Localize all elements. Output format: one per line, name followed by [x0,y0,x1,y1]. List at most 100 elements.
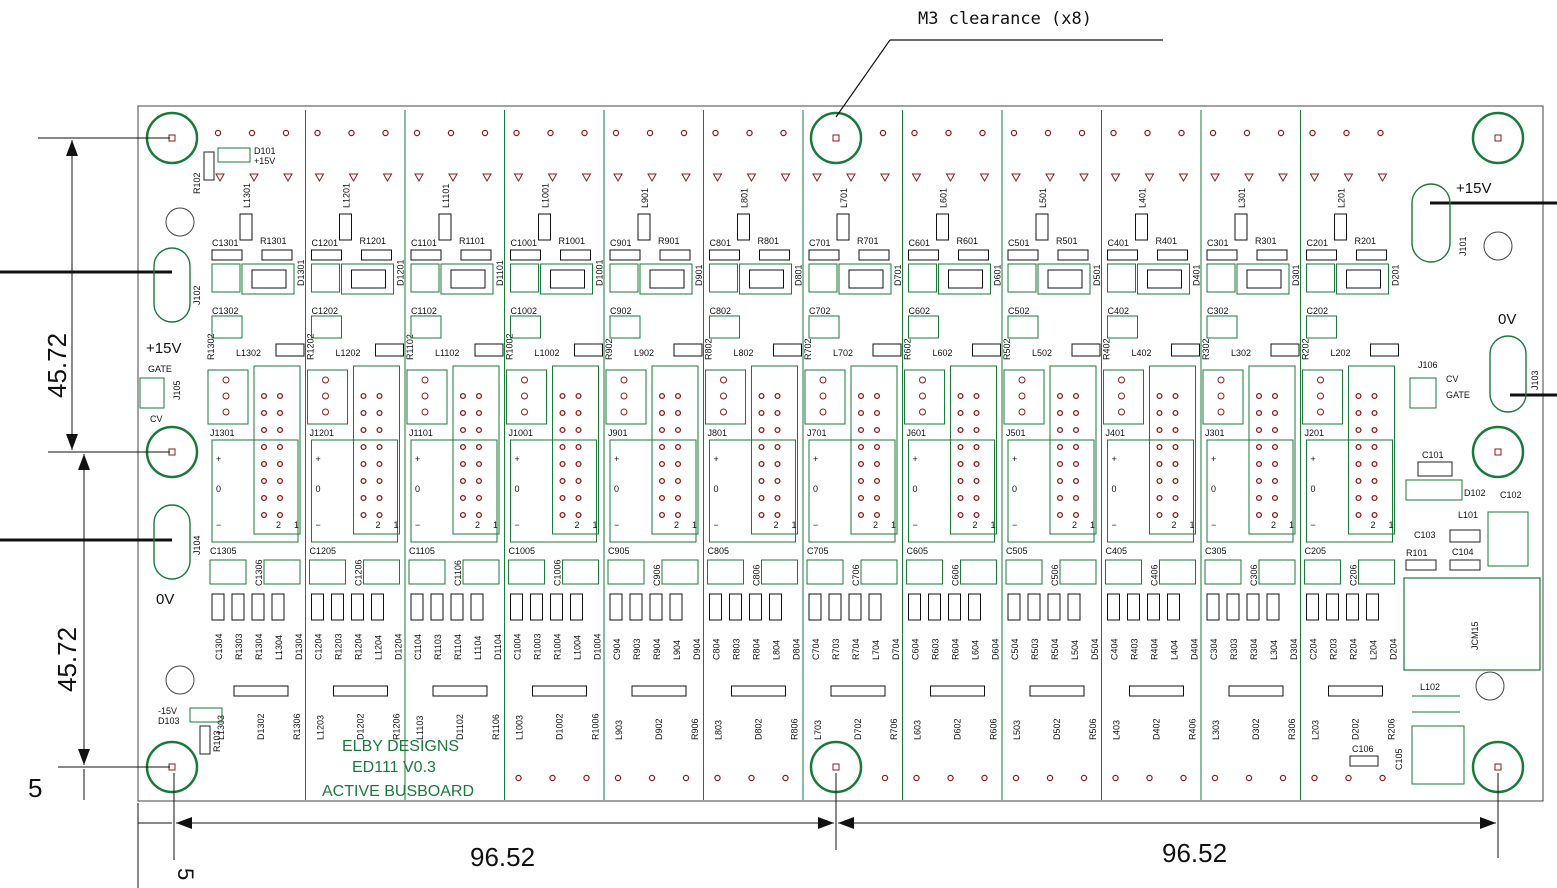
component-label: 2 [1072,520,1077,530]
component-label: L403 [1112,720,1122,740]
component-label: D802 [754,718,764,740]
component-label: L1201 [342,183,352,208]
component-label: + [216,454,221,464]
component-label: L1001 [541,183,551,208]
component-label: D902 [654,718,664,740]
component-label: + [415,454,420,464]
component-label: 1 [991,520,996,530]
component-label: L503 [1012,720,1022,740]
component-label: C1201 [312,238,339,248]
component-label: R406 [1188,718,1198,740]
component-label: J1201 [310,428,335,438]
component-label: − [813,520,818,530]
dim-vertical-edge: 5 [28,773,42,803]
component-label: L501 [1038,188,1048,208]
dim-horizontal-edge: 5 [173,868,198,880]
component-label: C1006 [553,559,563,586]
component-label: J1101 [409,428,433,438]
clearance-callout: M3 clearance (x8) [835,9,1163,118]
component-label: L603 [913,720,923,740]
left-d101: D101 [254,146,276,156]
component-label: L204 [1369,640,1379,660]
component-label: R303 [1229,638,1239,660]
component-label: C901 [610,238,632,248]
component-label: R304 [1249,638,1259,660]
left-plus15: +15V [146,340,181,357]
component-label: C701 [809,238,831,248]
component-label: 0 [614,484,619,494]
component-label: D901 [694,264,704,286]
component-label: D501 [1092,264,1102,286]
component-label: R401 [1156,236,1178,246]
component-label: L303 [1211,720,1221,740]
component-label: + [714,454,719,464]
component-label: D1002 [555,713,565,740]
title-line-1: ELBY DESIGNS [342,738,459,755]
component-label: R504 [1050,638,1060,660]
component-label: L1301 [242,183,252,208]
component-label: C401 [1108,238,1130,248]
component-label: R1002 [505,333,515,360]
component-label: R803 [732,638,742,660]
component-label: C1104 [413,634,423,660]
component-label: L302 [1231,348,1251,358]
component-label: C406 [1150,564,1160,586]
component-label: R904 [652,638,662,660]
component-label: R804 [752,638,762,660]
component-label: 0 [415,484,420,494]
component-label: + [515,454,520,464]
dim-horizontal-left: 96.52 [470,842,535,872]
mounting-hole [1471,111,1525,165]
component-label: D204 [1389,638,1399,660]
component-label: D804 [792,638,802,660]
component-label: R1202 [306,333,316,360]
component-label: L1302 [236,348,261,358]
component-label: C904 [612,638,622,660]
left-r102: R102 [192,172,202,194]
component-label: R202 [1301,338,1311,360]
component-label: R1003 [533,633,543,660]
component-label: 2 [575,520,580,530]
component-label: L404 [1170,640,1180,660]
component-label: C802 [710,306,732,316]
dim-vertical-top: 45.72 [42,333,72,398]
dimension-arrows [66,140,1496,829]
component-label: R806 [790,718,800,740]
component-label: D404 [1190,638,1200,660]
component-label: C1001 [511,238,538,248]
component-label: D301 [1291,264,1301,286]
component-label: D1202 [356,713,366,740]
component-label: L401 [1138,188,1148,208]
component-label: + [913,454,918,464]
component-label: C1206 [354,559,364,586]
right-gate: GATE [1446,390,1470,400]
component-label: C204 [1309,638,1319,660]
left-cv: CV [150,414,163,424]
component-label: J301 [1205,428,1225,438]
component-label: R906 [690,718,700,740]
component-label: L1203 [316,715,326,740]
dim-vertical-bottom: 45.72 [52,627,82,692]
component-label: D702 [853,718,863,740]
right-c106: C106 [1352,744,1374,754]
component-label: L604 [971,640,981,660]
component-label: L601 [939,188,949,208]
j102-connector [153,247,191,323]
component-label: L502 [1032,348,1052,358]
component-label: C801 [710,238,732,248]
component-label: − [1012,520,1017,530]
component-label: + [1211,454,1216,464]
component-label: D701 [893,264,903,286]
component-label: D1204 [394,633,404,660]
component-label: 0 [1012,484,1017,494]
component-label: D1104 [493,634,503,660]
component-label: 0 [913,484,918,494]
component-label: R1102 [405,334,415,360]
component-label: 1 [1090,520,1095,530]
component-label: C604 [911,638,921,660]
component-label: C906 [652,564,662,586]
